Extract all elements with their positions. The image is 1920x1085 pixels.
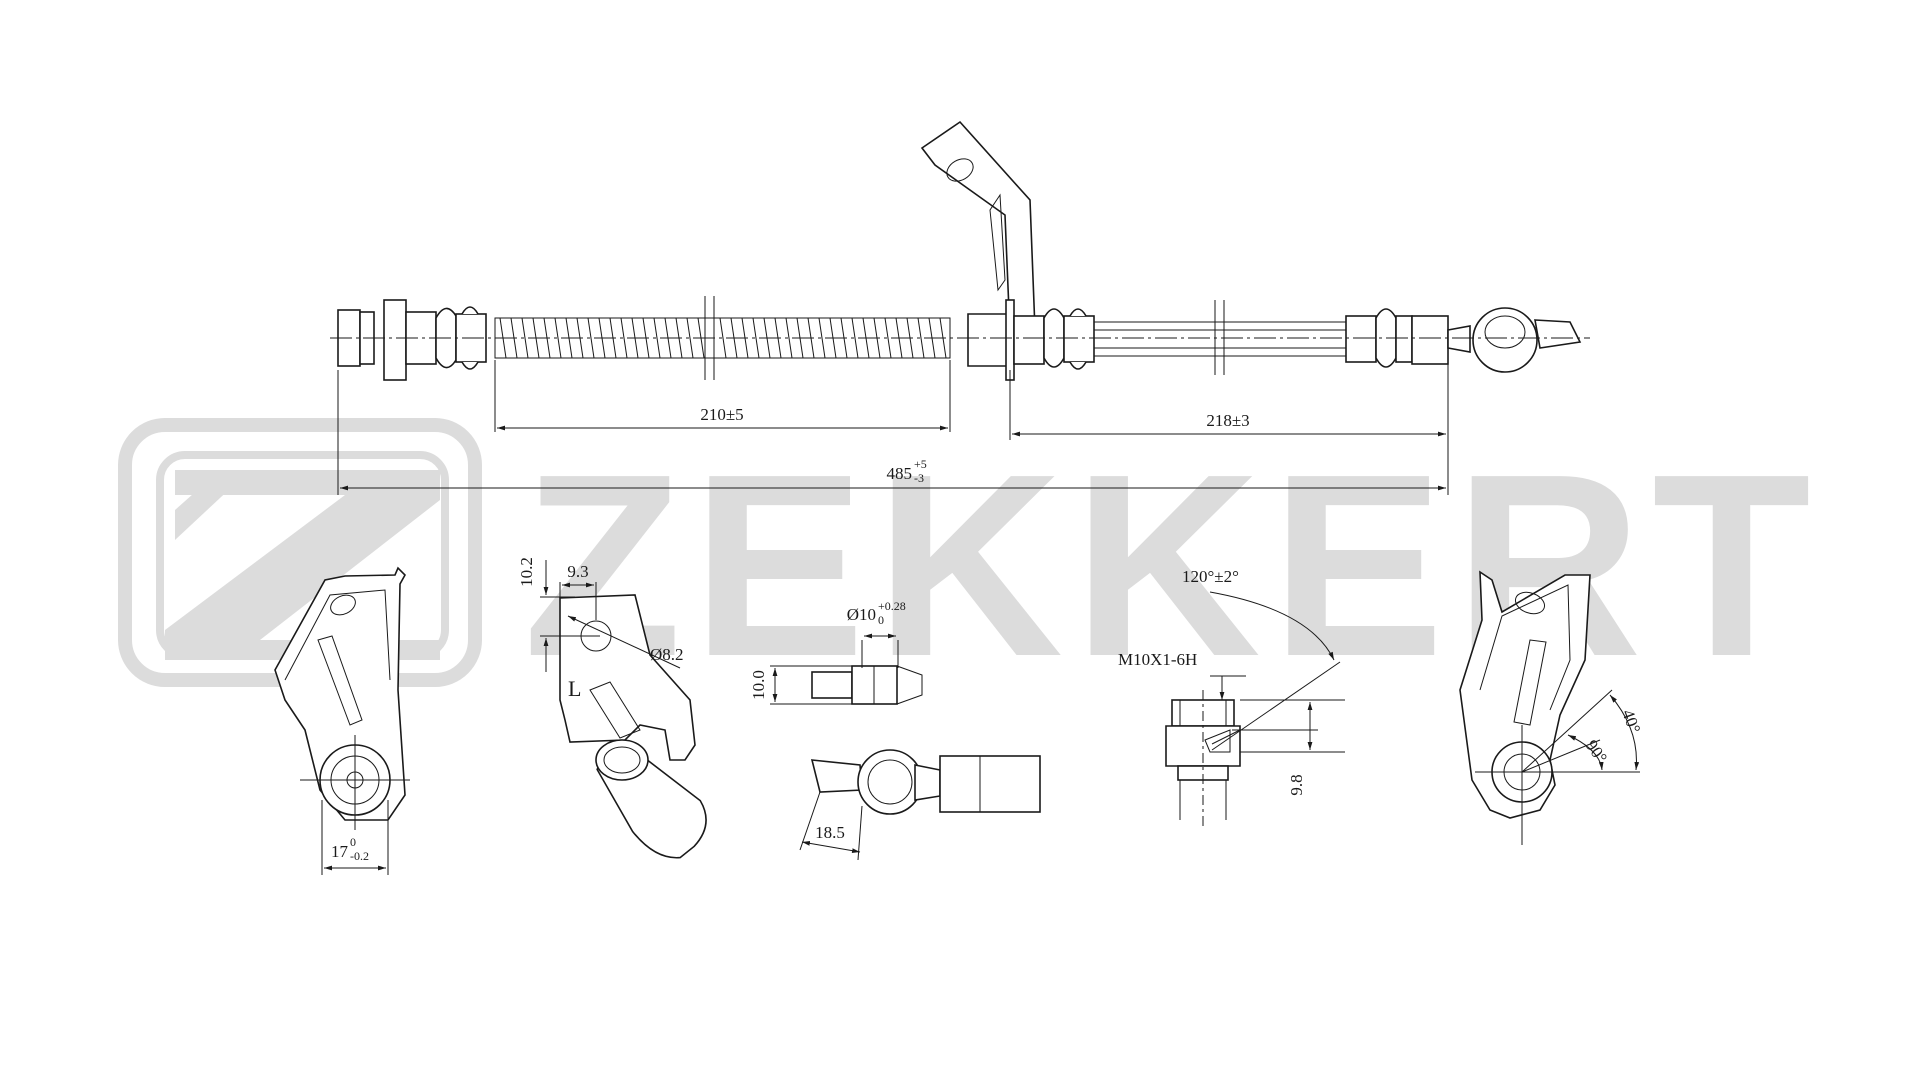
spring-coil-turn	[818, 317, 826, 359]
banjo-bore-tol-lower: 0	[878, 613, 884, 627]
spring-coil-turn	[785, 317, 793, 359]
spring-coil-turn	[719, 317, 727, 359]
banjo-height-dim: 10.0	[749, 670, 768, 700]
spring-coil-turn	[620, 317, 628, 359]
main-hose-view: 210±5 218±3 485 +5 -3	[330, 120, 1590, 495]
spring-coil-turn	[521, 317, 529, 359]
watermark-text: ZEKKERT	[523, 421, 1821, 711]
left-width-dim: 17	[331, 842, 349, 861]
bracket-detail: 10.2 9.3 Ø8.2 L	[517, 557, 707, 859]
right-angle-1: 90°	[1582, 736, 1611, 766]
dim-total-length: 485	[887, 464, 913, 483]
dim-end-length: 218±3	[1206, 411, 1249, 430]
right-angle-2: 40°	[1618, 707, 1644, 736]
bracket-label-L: L	[568, 676, 581, 701]
spring-coil-turn	[884, 317, 892, 359]
thread-detail: M10X1-6H 9.8 120°±2°	[1118, 567, 1345, 830]
banjo-bore-dim: Ø10	[847, 605, 876, 624]
thread-height-dim: 9.8	[1287, 774, 1306, 795]
left-width-tol-lower: -0.2	[350, 849, 369, 863]
left-width-tol-upper: 0	[350, 835, 356, 849]
spring-coil-turn	[686, 317, 694, 359]
dim-total-tol-upper: +5	[914, 457, 927, 471]
banjo-bore-tol-upper: +0.28	[878, 599, 906, 613]
bracket-height-dim: 10.2	[517, 557, 536, 587]
thread-angle: 120°±2°	[1182, 567, 1239, 586]
dim-spring-length: 210±5	[700, 405, 743, 424]
banjo-bore-detail: Ø10 +0.28 0 10.0 18.5	[749, 599, 1041, 861]
spring-coil-turn	[653, 317, 661, 359]
spring-coil-turn	[752, 317, 760, 359]
bracket-offset-dim: 9.3	[567, 562, 588, 581]
spring-coil-turn	[554, 317, 562, 359]
left-fitting-detail: 17 0 -0.2	[274, 566, 410, 875]
right-banjo-eye	[1472, 307, 1538, 373]
spring-coil-turn	[587, 317, 595, 359]
thread-spec: M10X1-6H	[1118, 650, 1197, 669]
mounting-bracket	[920, 120, 1036, 336]
dim-total-tol-lower: -3	[914, 471, 924, 485]
spring-coil-turn	[851, 317, 859, 359]
left-hex-nut	[383, 299, 407, 381]
spring-coil-turn	[917, 317, 925, 359]
bracket-hole-dim: Ø8.2	[650, 645, 684, 664]
banjo-length-dim: 18.5	[815, 823, 845, 842]
